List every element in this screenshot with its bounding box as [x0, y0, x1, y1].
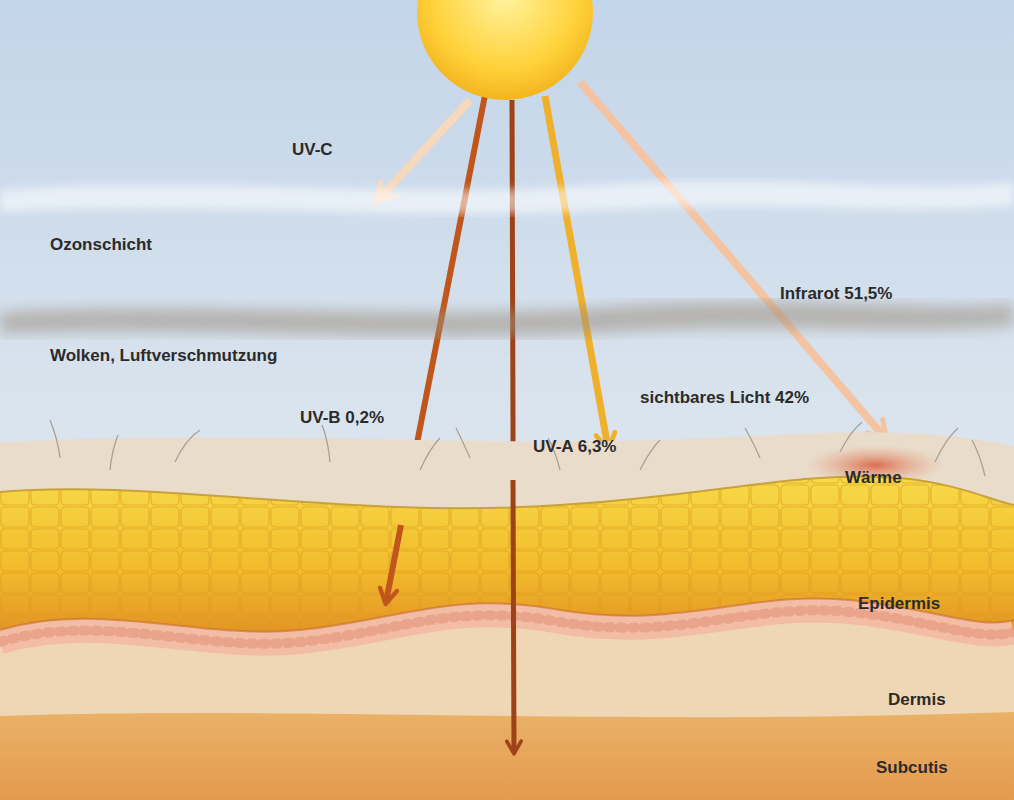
ray-label: UV-A 6,3% — [533, 437, 616, 457]
ray-label: Infrarot 51,5% — [780, 284, 892, 304]
ray-label: UV-C — [292, 140, 333, 160]
ray-label: UV-B 0,2% — [300, 408, 384, 428]
skin-layer-label: Subcutis — [876, 758, 948, 778]
layer-label: Wolken, Luftverschmutzung — [50, 346, 277, 366]
effect-label: Wärme — [845, 468, 902, 488]
skin-layer-label: Dermis — [888, 690, 946, 710]
skin-layer-label: Epidermis — [858, 594, 940, 614]
ray-label: sichtbares Licht 42% — [640, 388, 809, 408]
layer-label: Ozonschicht — [50, 235, 152, 255]
